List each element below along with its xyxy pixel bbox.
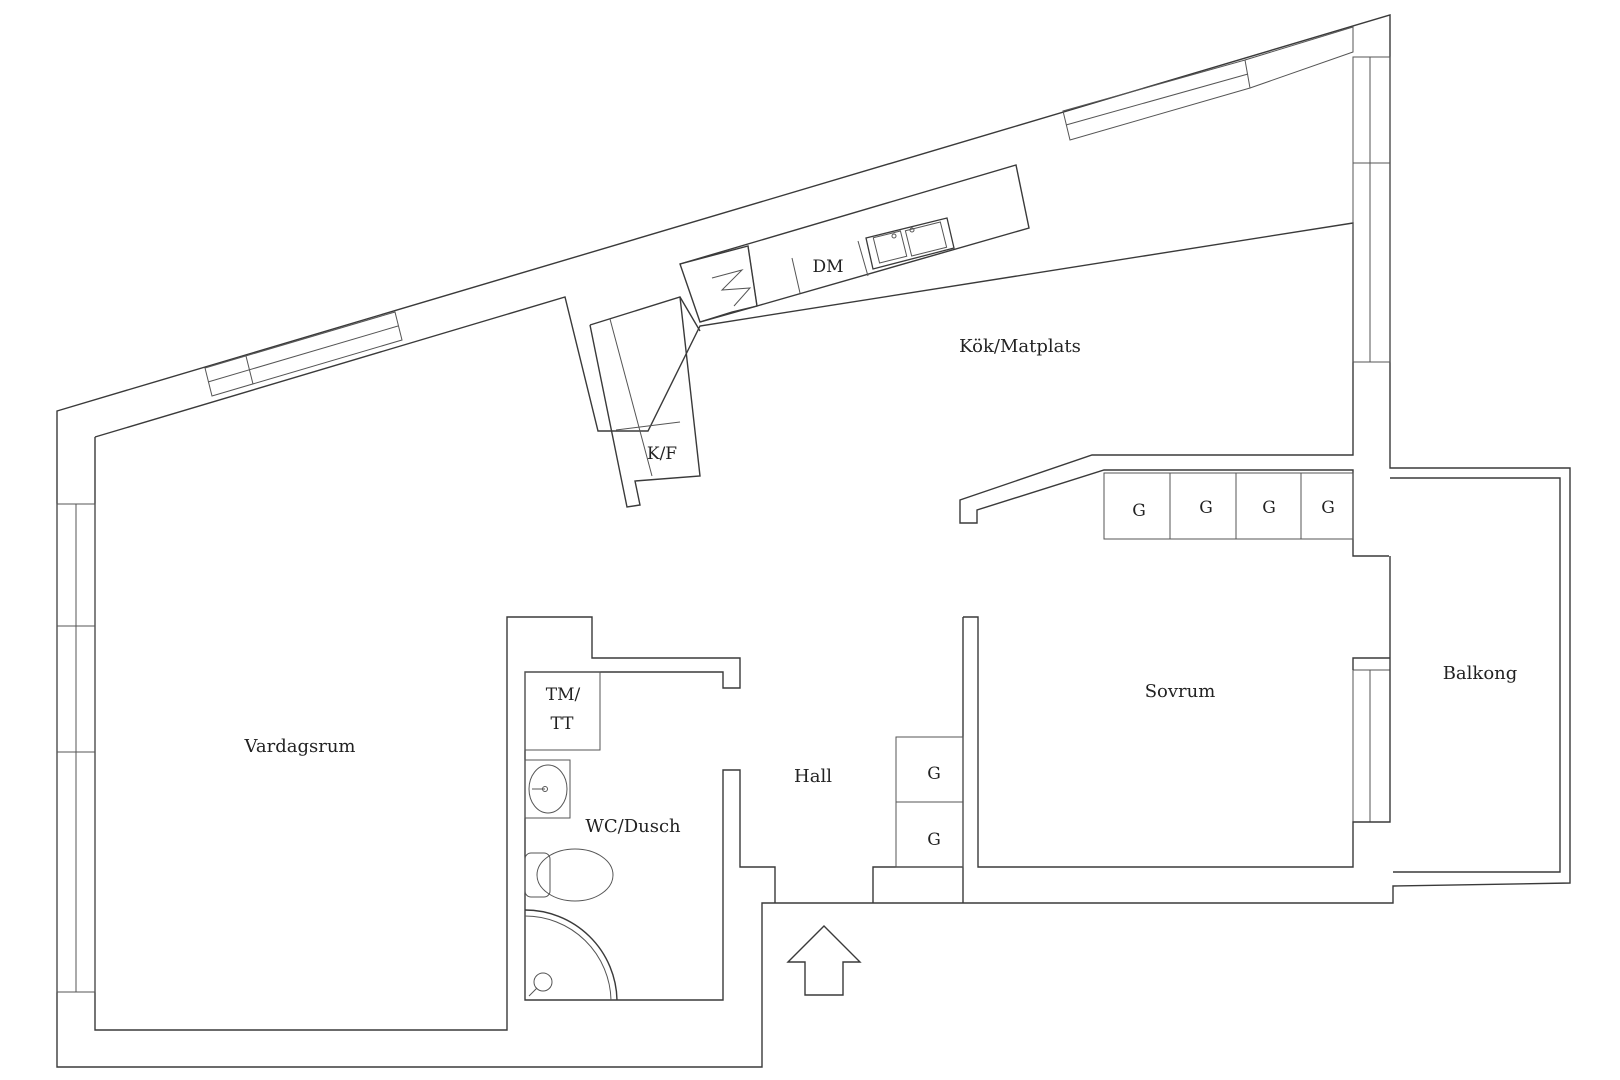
wardrobe-label: G xyxy=(1321,498,1335,518)
exterior-walls xyxy=(56,14,1571,1068)
washer-dryer-cabinet xyxy=(524,671,601,751)
room-label-living: Vardagsrum xyxy=(244,736,356,757)
balcony xyxy=(1390,477,1561,873)
wardrobe-label: G xyxy=(1199,498,1213,518)
kitchen-counter xyxy=(679,164,1030,323)
wardrobe-label: G xyxy=(1132,501,1146,521)
fixture-label-fridge: K/F xyxy=(647,444,677,464)
kitchen-partition xyxy=(589,296,701,508)
wardrobe-label: G xyxy=(927,764,941,784)
fixture-label-dishwasher: DM xyxy=(812,257,843,277)
fixture-label-washer-1: TM/ xyxy=(546,685,581,705)
room-label-hall: Hall xyxy=(794,766,832,787)
wardrobe-column-hall xyxy=(895,736,964,868)
stove-icon xyxy=(679,245,758,323)
fixture-label-washer-2: TT xyxy=(551,714,575,734)
bedroom-walls xyxy=(872,556,1391,903)
entrance-arrow-icon xyxy=(786,925,862,996)
sink-icon xyxy=(865,217,955,270)
room-label-bedroom: Sovrum xyxy=(1145,681,1216,702)
wardrobe-label: G xyxy=(1262,498,1276,518)
wardrobe-label: G xyxy=(927,830,941,850)
room-label-kitchen: Kök/Matplats xyxy=(959,336,1081,357)
toilet-icon xyxy=(524,848,614,902)
room-label-bathroom: WC/Dusch xyxy=(585,816,681,837)
washbasin-icon xyxy=(524,759,571,819)
wardrobe-row-top xyxy=(1103,472,1354,540)
shower-icon xyxy=(524,909,618,1001)
room-label-balcony: Balkong xyxy=(1443,663,1518,684)
